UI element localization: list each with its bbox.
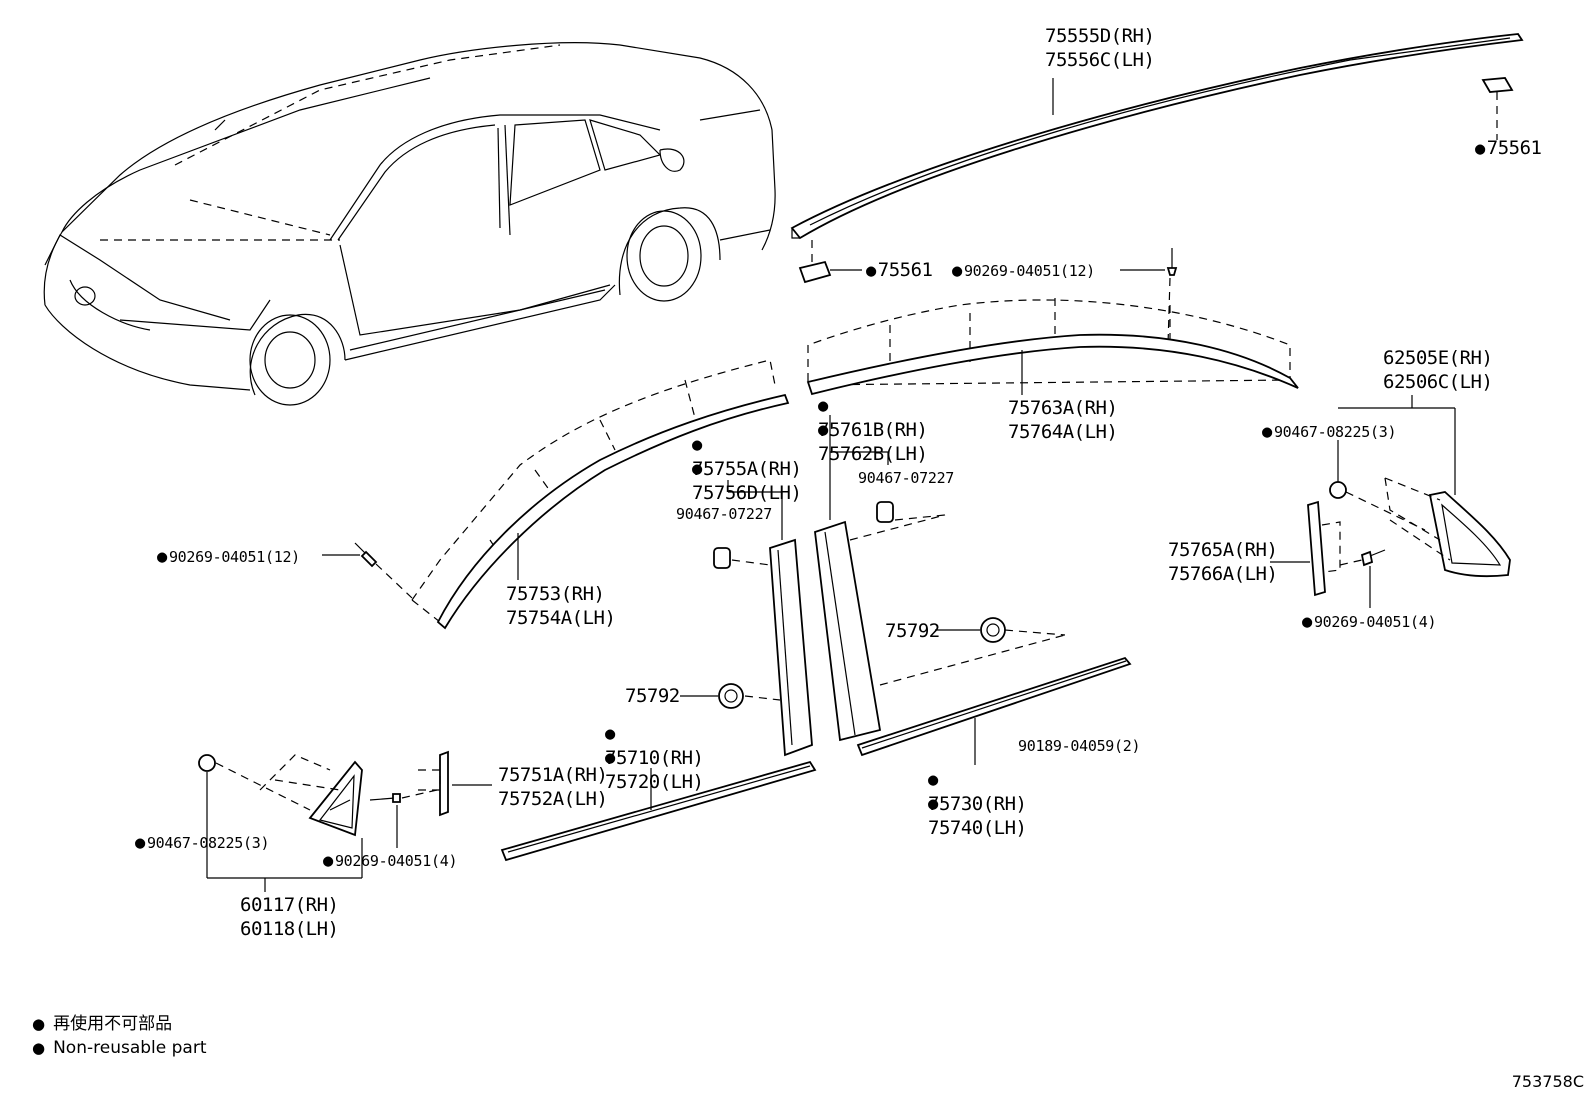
label-line: 75556C(LH) [1045,49,1155,71]
label-75751: 75751A(RH) 75752A(LH) [498,763,608,811]
label-line: 75720(LH) [605,771,704,793]
front-corner-cover [198,754,363,892]
door-upper-molding-rear [806,298,1299,396]
pillar-garnish-75761 [814,415,946,742]
label-75763: 75763A(RH) 75764A(LH) [1008,396,1118,444]
label-line: 75762B(LH) [818,443,928,465]
label-90269-left: 90269-04051(12) [157,545,300,569]
label-line: 60118(LH) [240,918,339,940]
label-line: 62506C(LH) [1383,371,1493,393]
label-line: 75753(RH) [506,583,605,605]
screw-90269-left [322,542,413,599]
label-line: 75754A(LH) [506,607,616,629]
pillar-garnish-75755 [713,480,813,757]
label-75792-a: 75792 [625,685,680,707]
roof-molding [790,33,1524,240]
label-90269-top: 90269-04051(12) [952,259,1095,283]
belt-molding-front [500,760,817,862]
label-line: 75765A(RH) [1168,539,1278,561]
door-upper-molding-front [411,359,790,630]
garnish-75765 [1270,500,1386,608]
label-90467-right: 90467-08225(3) [1262,420,1397,444]
label-line: 75763A(RH) [1008,397,1118,419]
clip-75792-a [680,683,781,709]
diagram-code: 753758C [1511,1072,1584,1091]
label-90467-left: 90467-08225(3) [135,831,270,855]
label-75740: 75740(LH) [928,791,1027,840]
rear-quarter-cover [1329,395,1511,578]
label-line: 75766A(LH) [1168,563,1278,585]
label-90189: 90189-04059(2) [1018,737,1141,755]
label-line: 75764A(LH) [1008,421,1118,443]
car-illustration [43,42,776,406]
clip-75561-top [1481,77,1514,140]
label-line: 75756D(LH) [692,482,802,504]
label-line: 75740(LH) [928,817,1027,839]
label-90269-right-4: 90269-04051(4) [1302,610,1437,634]
label-75756: 75756D(LH) [692,456,802,505]
label-90467-07227-b: 90467-07227 [858,469,955,487]
label-60117: 60117(RH) 60118(LH) [240,893,339,941]
label-line: 60117(RH) [240,894,339,916]
label-75792-b: 75792 [885,620,940,642]
legend-en: Non-reusable part [32,1036,206,1060]
belt-molding-rear [856,656,1132,765]
label-90467-07227-a: 90467-07227 [676,505,773,523]
clip-75792-b [879,617,1066,686]
label-75765: 75765A(RH) 75766A(LH) [1168,538,1278,586]
label-62505: 62505E(RH) 62506C(LH) [1383,346,1493,394]
label-line: 75751A(RH) [498,764,608,786]
label-75561-top: 75561 [1475,136,1542,161]
label-75555: 75555D(RH) 75556C(LH) [1045,24,1155,72]
label-line: 75555D(RH) [1045,25,1155,47]
label-line: 75752A(LH) [498,788,608,810]
label-75720: 75720(LH) [605,745,704,794]
legend-jp: 再使用不可部品 [32,1012,206,1036]
legend: 再使用不可部品 Non-reusable part [32,1012,206,1060]
label-90269-left-4: 90269-04051(4) [323,849,458,873]
label-75753: 75753(RH) 75754A(LH) [506,582,616,630]
clip-75561-bottom [798,240,862,284]
garnish-75751 [369,750,492,848]
label-line: 62505E(RH) [1383,347,1493,369]
label-75762: 75762B(LH) [818,417,928,466]
label-75561-bottom: 75561 [866,258,933,283]
screw-90269-top [1120,248,1178,346]
